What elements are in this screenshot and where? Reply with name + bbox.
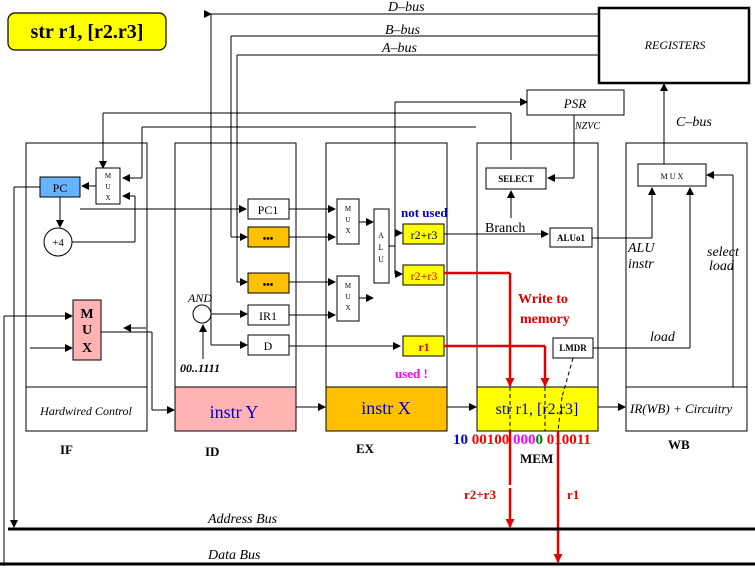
psr-label: PSR	[563, 96, 586, 111]
registers-label: REGISTERS	[644, 38, 706, 52]
pc-mux-x: X	[105, 194, 110, 202]
instr-x-label: instr X	[361, 398, 411, 418]
pc1-label: PC1	[258, 203, 279, 217]
write-memory-line1: Write to	[518, 292, 568, 307]
write-memory-line2: memory	[520, 312, 570, 327]
enc-rm: 011	[569, 432, 591, 448]
pc-label: PC	[53, 181, 68, 195]
ex-mux-top-u: U	[345, 216, 350, 224]
nzvc-label: NZVC	[574, 121, 600, 132]
alu-l: L	[379, 243, 384, 252]
alu-a: A	[378, 231, 384, 240]
data-bus-value: r1	[567, 487, 579, 502]
if-mux-m: M	[80, 307, 93, 322]
instr-y-label: instr Y	[210, 402, 259, 422]
ones-label: 00..1111	[180, 361, 220, 375]
id-a-dots: •••	[263, 280, 274, 291]
select-load-line2: load	[709, 259, 735, 274]
ex-mux-bottom-m: M	[345, 282, 352, 290]
d-register	[247, 334, 290, 356]
if-mux	[72, 299, 102, 361]
d-label: D	[264, 339, 273, 353]
and-gate	[192, 304, 212, 324]
branch-label: Branch	[485, 221, 525, 236]
stage-ex: EX	[356, 441, 375, 456]
load-label: load	[650, 330, 676, 345]
enc-bit: 0	[536, 432, 544, 448]
instr-mem-label: str r1, [r2.r3]	[496, 401, 579, 418]
id-b-dots: •••	[263, 234, 274, 245]
select-label: SELECT	[498, 174, 534, 184]
enc-flags: 000	[513, 432, 536, 448]
instruction-encoding: 10 00100 0000 010011	[453, 432, 591, 448]
enc-cond: 10	[453, 432, 468, 448]
pc-mux-m: M	[105, 172, 112, 180]
ex-mux-bottom-u: U	[345, 293, 350, 301]
d-bus-label: D–bus	[387, 0, 425, 15]
stage-mem: MEM	[520, 451, 553, 466]
registers-box	[597, 6, 751, 85]
ex-mux-bottom-x: X	[345, 304, 350, 312]
b-bus-label: B–bus	[385, 23, 421, 38]
alu-out-register-2	[402, 264, 445, 286]
alu-out-register-2-label: r2+r3	[411, 269, 438, 283]
aluo1-label: ALUo1	[557, 233, 586, 243]
instr-mem-box	[476, 386, 599, 432]
and-label: AND	[187, 291, 212, 305]
a-bus-label: A–bus	[381, 41, 418, 56]
alu-u: U	[378, 255, 384, 264]
ir1-label: IR1	[259, 309, 277, 323]
addr-bus-value: r2+r3	[464, 487, 496, 502]
pc-mux-u: U	[105, 183, 110, 191]
title: str r1, [r2.r3]	[31, 21, 144, 43]
r1-register-label: r1	[418, 340, 429, 354]
hardwired-control-label: Hardwired Control	[39, 404, 132, 418]
ex-mux-top-x: X	[345, 227, 350, 235]
enc-opcode: 00100	[472, 432, 510, 448]
hardwired-control-box	[25, 386, 148, 432]
wb-mux-label: M U X	[661, 172, 684, 181]
title-box	[7, 12, 167, 51]
ex-mux-top-m: M	[345, 205, 352, 213]
instr-y-box	[174, 386, 297, 432]
address-bus-label: Address Bus	[207, 512, 278, 527]
stage-if: IF	[60, 442, 73, 457]
id-a-register	[247, 272, 290, 294]
not-used-label: not used	[401, 205, 448, 220]
alu-instr-line1: ALU	[627, 241, 655, 256]
select-load-line1: select	[707, 245, 740, 260]
alu-out-register-1-label: r2+r3	[411, 228, 438, 242]
pc-mux	[95, 167, 121, 205]
instr-x-box	[325, 386, 448, 432]
used-label: used !	[395, 366, 428, 381]
ir-wb-label: IR(WB) + Circuitry	[629, 401, 732, 416]
stage-id: ID	[205, 444, 219, 459]
if-mux-u: U	[82, 323, 92, 338]
c-bus-label: C–bus	[676, 115, 712, 130]
if-mux-x: X	[82, 341, 92, 356]
data-bus-label: Data Bus	[207, 548, 261, 563]
plus4-label: +4	[52, 237, 64, 249]
ir-wb-box	[625, 386, 748, 432]
lmdr-label: LMDR	[559, 343, 587, 353]
select-box	[485, 167, 547, 190]
stage-wb: WB	[668, 437, 690, 452]
psr-box	[526, 89, 625, 116]
alu-instr-line2: instr	[628, 257, 654, 272]
